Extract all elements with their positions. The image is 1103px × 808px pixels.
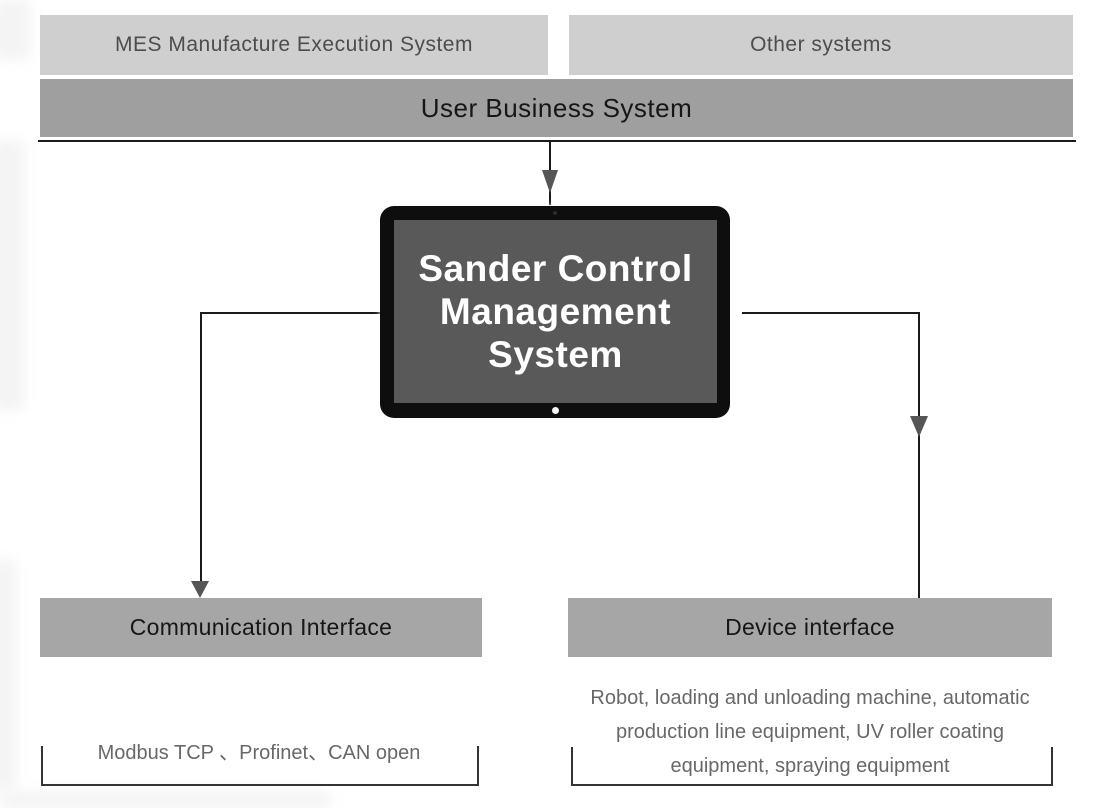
watermark-smudge — [0, 560, 16, 790]
arrow-down-icon — [191, 581, 209, 598]
devices-bracket — [571, 747, 1053, 786]
device-interface-label: Device interface — [725, 614, 895, 640]
protocols-text: Modbus TCP 、Profinet、CAN open — [97, 742, 421, 764]
watermark-smudge — [0, 792, 330, 808]
watermark-smudge — [0, 140, 24, 410]
connector-right-vertical — [918, 312, 920, 600]
arrow-down-icon — [542, 170, 558, 193]
watermark-smudge — [0, 0, 30, 60]
mes-system-box: MES Manufacture Execution System — [40, 15, 548, 75]
divider-line — [38, 140, 1076, 142]
sander-system-title: Sander Control Management System — [418, 248, 693, 375]
connector-left-horizontal — [200, 312, 382, 314]
connector-left-vertical — [200, 312, 202, 584]
protocols-bracket — [41, 746, 479, 786]
communication-interface-label: Communication Interface — [129, 614, 393, 640]
home-button-icon — [551, 407, 559, 414]
arrow-down-icon — [910, 416, 928, 437]
mes-system-label: MES Manufacture Execution System — [115, 33, 473, 56]
monitor-illustration: Sander Control Management System — [380, 206, 730, 418]
user-business-system-bar: User Business System — [40, 79, 1073, 137]
connector-right-horizontal — [742, 312, 920, 314]
devices-text: Robot, loading and unloading machine, au… — [590, 687, 1030, 777]
communication-interface-box: Communication Interface — [40, 598, 482, 657]
monitor-screen: Sander Control Management System — [394, 220, 717, 403]
user-business-system-label: User Business System — [420, 92, 693, 123]
device-interface-box: Device interface — [568, 598, 1052, 657]
camera-dot-icon — [553, 211, 557, 215]
other-systems-box: Other systems — [569, 15, 1073, 75]
other-systems-label: Other systems — [750, 33, 892, 56]
